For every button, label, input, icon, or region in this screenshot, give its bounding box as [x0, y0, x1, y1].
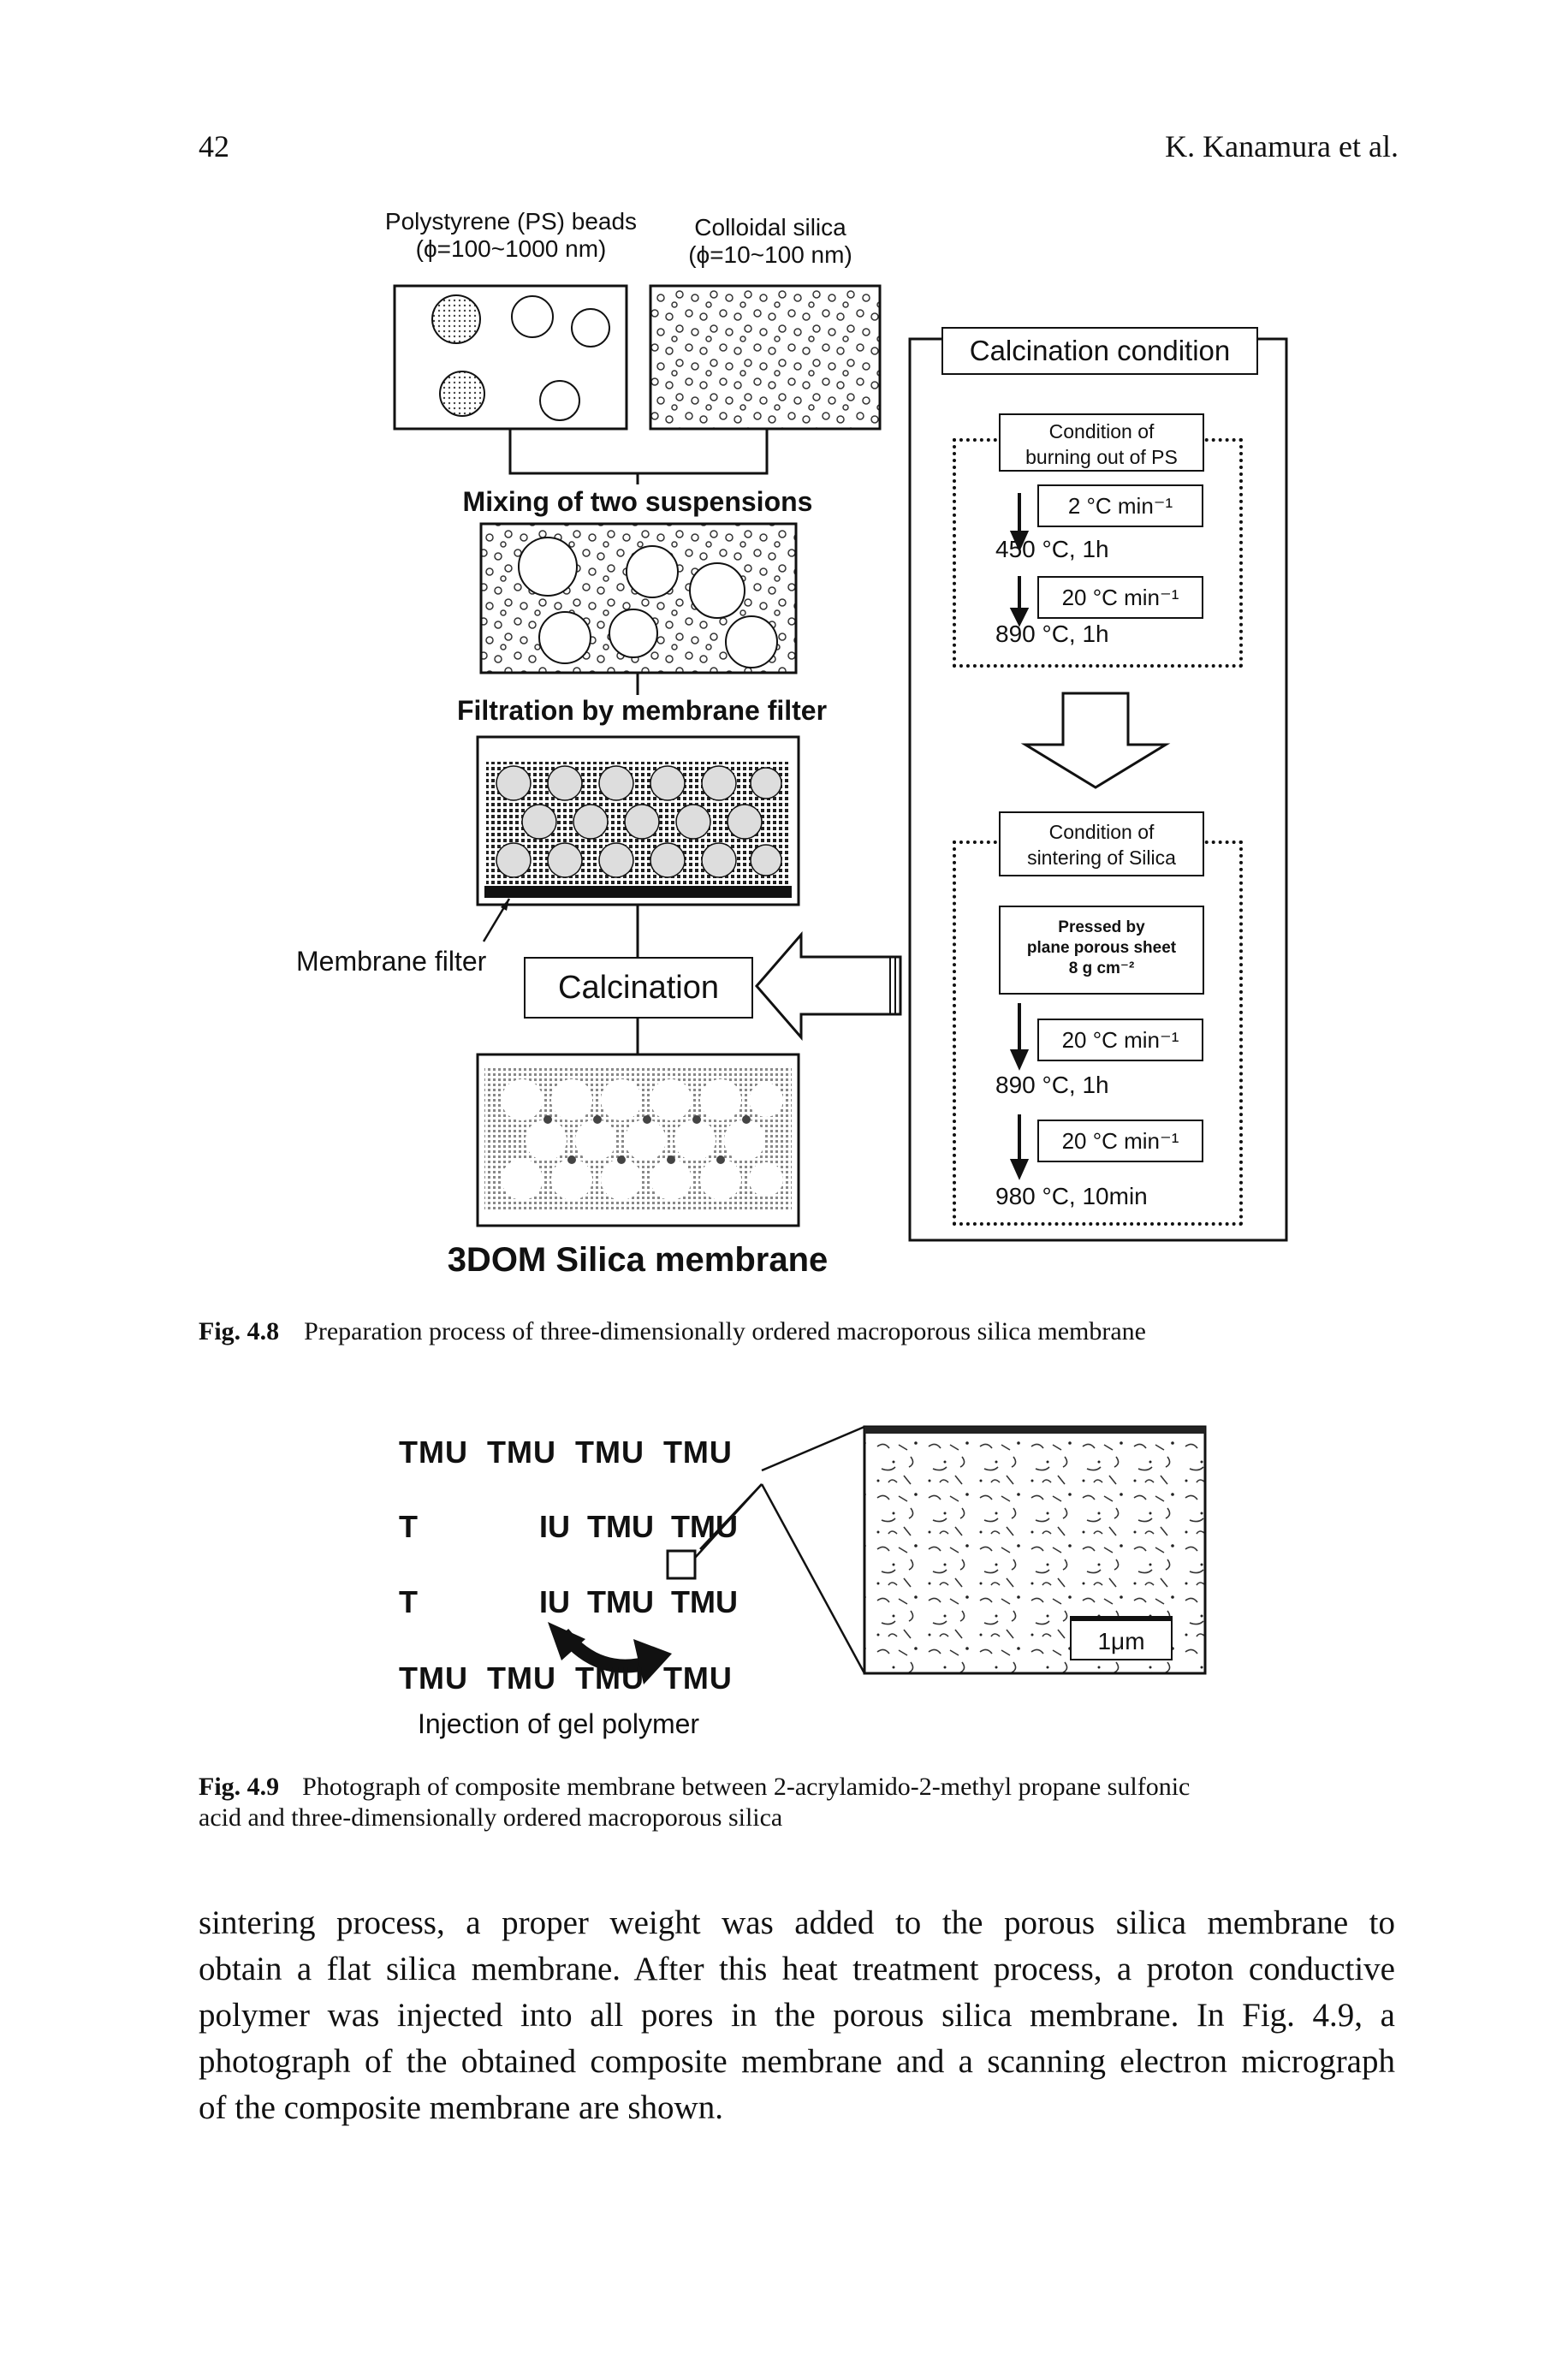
rate-box-3: 20 °C min⁻¹ — [1037, 1019, 1203, 1061]
sinter-title-box: Condition of sintering of Silica — [999, 811, 1204, 876]
calcination-condition-title-box: Calcination condition — [941, 327, 1258, 375]
caption-line-1: Photograph of composite membrane between… — [302, 1773, 1191, 1801]
caption-fig-4-9: Fig. 4.9 Photograph of composite membran… — [199, 1772, 1397, 1833]
macropores — [502, 1079, 783, 1200]
ps-bead — [538, 611, 591, 664]
scale-bar-box: 1μm — [1070, 1616, 1173, 1660]
flow-arrow-down — [1020, 692, 1171, 789]
tmu-row-1: TMU TMU TMU TMU — [399, 1435, 733, 1470]
pressed-line3: 8 g cm⁻² — [1068, 959, 1135, 977]
ps-beads-label-line2: (ϕ=100~1000 nm) — [415, 235, 607, 262]
silica-residue — [543, 1115, 751, 1164]
flow-arrow-left — [755, 930, 902, 1042]
step-1: 450 °C, 1h — [995, 536, 1109, 562]
tmu-row-3-start: T — [399, 1584, 418, 1619]
caption-label: Fig. 4.8 — [199, 1317, 280, 1345]
caption-text: Preparation process of three-dimensional… — [304, 1317, 1146, 1345]
pressed-box: Pressed by plane porous sheet 8 g cm⁻² — [999, 906, 1204, 995]
filtration-label: Filtration by membrane filter — [456, 695, 828, 726]
rate-4: 20 °C min⁻¹ — [1061, 1128, 1179, 1154]
scale-bar-label: 1μm — [1097, 1628, 1145, 1654]
zoom-line — [761, 1425, 865, 1472]
rate-2: 20 °C min⁻¹ — [1061, 585, 1179, 610]
ps-bead — [571, 308, 610, 347]
rate-3: 20 °C min⁻¹ — [1061, 1027, 1179, 1053]
zoom-region-marker — [666, 1549, 697, 1580]
body-line: photograph of the obtained composite mem… — [199, 2043, 1395, 2080]
pressed-line1: Pressed by — [1058, 918, 1145, 936]
tmu-row-2-end: IU TMU TMU — [539, 1509, 738, 1544]
membrane-filter-pointer-head — [501, 899, 509, 911]
running-head: K. Kanamura et al. — [1165, 129, 1399, 163]
zoom-line — [760, 1483, 866, 1674]
body-line: sintering process, a proper weight was a… — [199, 1904, 1395, 1941]
caption-fig-4-8: Fig. 4.8 Preparation process of three-di… — [199, 1316, 1397, 1347]
page-number: 42 — [199, 129, 229, 163]
temperature-arrows — [1009, 493, 1030, 1180]
calcination-condition-title: Calcination condition — [969, 335, 1231, 366]
burn-out-title-line2: burning out of PS — [1025, 446, 1178, 468]
step-3: 890 °C, 1h — [995, 1072, 1109, 1098]
sinter-title-line2: sintering of Silica — [1027, 846, 1176, 869]
ps-bead — [518, 537, 578, 597]
ps-bead — [431, 294, 481, 344]
burn-out-title-box: Condition of burning out of PS — [999, 413, 1204, 472]
tmu-row-2-start: T — [399, 1509, 418, 1544]
step-4: 980 °C, 10min — [995, 1183, 1148, 1209]
colloidal-silica-box — [649, 284, 882, 431]
caption-line-2: acid and three-dimensionally ordered mac… — [199, 1803, 783, 1832]
rate-box-4: 20 °C min⁻¹ — [1037, 1120, 1203, 1162]
colloidal-silica-label-line2: (ϕ=10~100 nm) — [688, 241, 852, 268]
ps-bead — [439, 371, 485, 417]
caption-label: Fig. 4.9 — [199, 1773, 280, 1801]
ps-beads-label-line1: Polystyrene (PS) beads — [384, 208, 638, 235]
pressed-line2: plane porous sheet — [1026, 939, 1177, 957]
ps-beads-label: Polystyrene (PS) beads (ϕ=100~1000 nm) — [370, 208, 652, 263]
tmu-row-3-end: IU TMU TMU — [539, 1584, 738, 1619]
calcination-box: Calcination — [524, 957, 753, 1019]
step-2: 890 °C, 1h — [995, 621, 1109, 647]
body-line: of the composite membrane are shown. — [199, 2089, 723, 2126]
mixing-label: Mixing of two suspensions — [462, 486, 813, 517]
result-label: 3DOM Silica membrane — [447, 1241, 829, 1279]
body-line: polymer was injected into all pores in t… — [199, 1997, 1395, 2034]
burn-out-title-line1: Condition of — [1048, 420, 1155, 443]
packed-beads — [496, 765, 782, 878]
ps-bead — [511, 295, 554, 338]
ps-bead — [725, 615, 778, 668]
membrane-filter-label: Membrane filter — [296, 946, 487, 977]
injection-arrow-head — [633, 1639, 672, 1684]
ps-bead — [539, 380, 580, 421]
body-paragraph: sintering process, a proper weight was a… — [199, 1900, 1395, 2131]
tmu-row-4: TMU TMU TMU TMU — [399, 1660, 733, 1696]
membrane-filter-bar — [484, 886, 792, 898]
rate-box-2: 20 °C min⁻¹ — [1037, 576, 1203, 619]
injection-label: Injection of gel polymer — [418, 1708, 700, 1739]
calcination-label: Calcination — [558, 970, 719, 1006]
colloidal-silica-label: Colloidal silica (ϕ=10~100 nm) — [650, 214, 890, 269]
sinter-title-line1: Condition of — [1048, 821, 1155, 843]
colloidal-silica-label-line1: Colloidal silica — [694, 214, 846, 241]
rate-box-1: 2 °C min⁻¹ — [1037, 484, 1203, 527]
body-line: obtain a flat silica membrane. After thi… — [199, 1951, 1395, 1987]
rate-1: 2 °C min⁻¹ — [1067, 493, 1173, 519]
ps-bead — [626, 545, 679, 598]
ps-bead — [609, 609, 658, 658]
ps-bead — [689, 562, 745, 619]
